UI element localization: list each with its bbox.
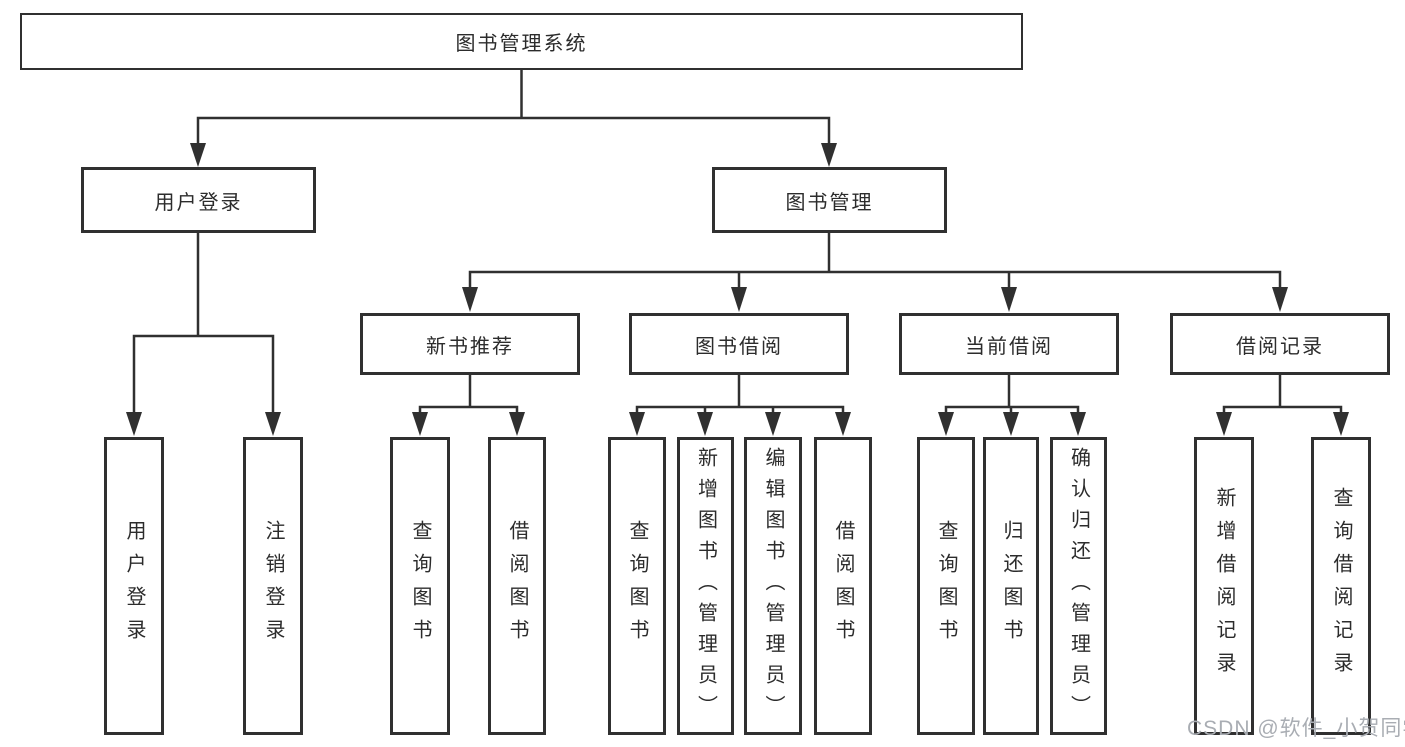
leaf-query-books-borrow-label: 查询图书 bbox=[626, 520, 648, 652]
leaf-query-borrow-record: 查询借阅记录 bbox=[1311, 437, 1371, 735]
leaf-query-books-current: 查询图书 bbox=[917, 437, 975, 735]
leaf-query-books-recommend: 查询图书 bbox=[390, 437, 450, 735]
node-book-borrow-label: 图书借阅 bbox=[695, 335, 783, 358]
node-user-login: 用户登录 bbox=[81, 167, 316, 233]
leaf-query-borrow-record-label: 查询借阅记录 bbox=[1330, 487, 1352, 685]
node-current-borrow-label: 当前借阅 bbox=[965, 335, 1053, 358]
leaf-edit-books-admin-label: 编辑图书（管理员） bbox=[762, 446, 784, 726]
node-user-login-label: 用户登录 bbox=[154, 191, 243, 214]
leaf-add-books-admin: 新增图书（管理员） bbox=[677, 437, 734, 735]
node-book-borrow: 图书借阅 bbox=[629, 313, 849, 375]
node-new-book-recommend: 新书推荐 bbox=[360, 313, 580, 375]
leaf-logout: 注销登录 bbox=[243, 437, 303, 735]
node-borrow-records-label: 借阅记录 bbox=[1236, 335, 1324, 358]
node-library-system: 图书管理系统 bbox=[20, 13, 1023, 70]
leaf-query-books-recommend-label: 查询图书 bbox=[409, 520, 431, 652]
node-current-borrow: 当前借阅 bbox=[899, 313, 1119, 375]
leaf-add-borrow-record-label: 新增借阅记录 bbox=[1213, 487, 1235, 685]
leaf-borrow-books: 借阅图书 bbox=[814, 437, 872, 735]
node-book-management: 图书管理 bbox=[712, 167, 947, 233]
leaf-user-login-label: 用户登录 bbox=[123, 520, 145, 652]
node-library-system-label: 图书管理系统 bbox=[455, 33, 588, 55]
node-new-book-recommend-label: 新书推荐 bbox=[426, 335, 514, 358]
leaf-user-login: 用户登录 bbox=[104, 437, 164, 735]
leaf-return-books: 归还图书 bbox=[983, 437, 1039, 735]
node-borrow-records: 借阅记录 bbox=[1170, 313, 1390, 375]
leaf-add-books-admin-label: 新增图书（管理员） bbox=[694, 446, 717, 726]
leaf-query-books-current-label: 查询图书 bbox=[935, 520, 957, 652]
leaf-logout-label: 注销登录 bbox=[262, 520, 284, 652]
leaf-confirm-return-admin-label: 确认归还（管理员） bbox=[1067, 446, 1090, 726]
leaf-return-books-label: 归还图书 bbox=[1000, 520, 1022, 652]
watermark: CSDN @软件_小贺同学 bbox=[1187, 717, 1405, 740]
leaf-borrow-books-recommend: 借阅图书 bbox=[488, 437, 546, 735]
leaf-borrow-books-recommend-label: 借阅图书 bbox=[506, 520, 528, 652]
leaf-add-borrow-record: 新增借阅记录 bbox=[1194, 437, 1254, 735]
leaf-confirm-return-admin: 确认归还（管理员） bbox=[1050, 437, 1107, 735]
node-book-management-label: 图书管理 bbox=[785, 191, 874, 214]
leaf-edit-books-admin: 编辑图书（管理员） bbox=[744, 437, 802, 735]
leaf-query-books-borrow: 查询图书 bbox=[608, 437, 666, 735]
leaf-borrow-books-label: 借阅图书 bbox=[832, 520, 854, 652]
